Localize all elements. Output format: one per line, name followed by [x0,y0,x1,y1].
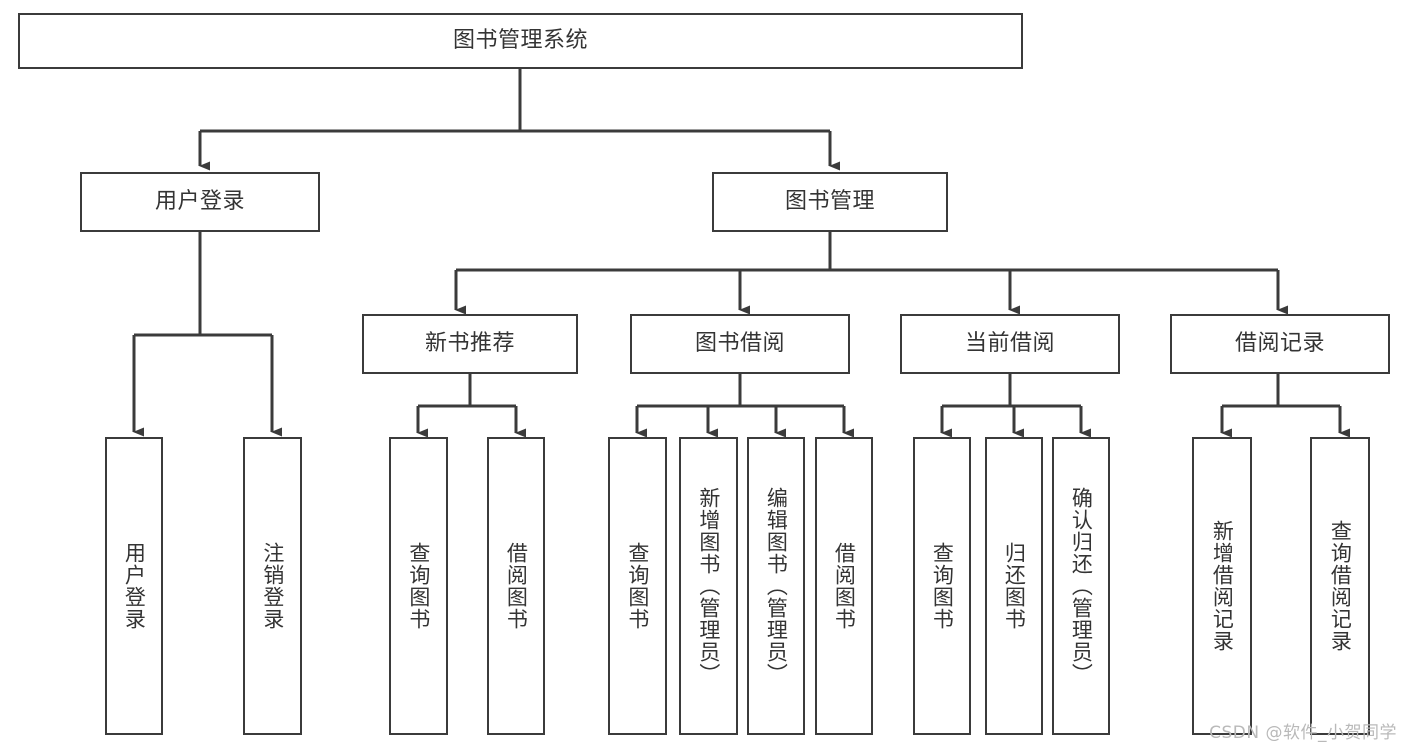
leaf-borrow-borrow-book[interactable]: 借阅图书 [815,437,873,735]
node-borrow-record-label: 借阅记录 [1234,330,1325,356]
leaf-record-query-record-label: 查询借阅记录 [1328,520,1353,652]
leaf-current-query-book[interactable]: 查询图书 [913,437,971,735]
leaf-current-return-book[interactable]: 归还图书 [985,437,1043,735]
node-borrow-record[interactable]: 借阅记录 [1170,314,1390,374]
leaf-recommend-query-book-label: 查询图书 [406,542,431,630]
node-current-borrow[interactable]: 当前借阅 [900,314,1120,374]
leaf-record-query-record[interactable]: 查询借阅记录 [1310,437,1370,735]
node-root[interactable]: 图书管理系统 [18,13,1023,69]
node-book-borrow[interactable]: 图书借阅 [630,314,850,374]
node-user-login[interactable]: 用户登录 [80,172,320,232]
leaf-user-login-signin[interactable]: 用户登录 [105,437,163,735]
leaf-current-confirm-return-label: 确认归还（管理员） [1069,487,1094,685]
leaf-borrow-edit-book-label: 编辑图书（管理员） [764,487,789,685]
leaf-user-login-signin-label: 用户登录 [122,542,147,630]
leaf-current-return-book-label: 归还图书 [1002,542,1027,630]
leaf-record-add-record-label: 新增借阅记录 [1210,520,1235,652]
leaf-borrow-add-book-label: 新增图书（管理员） [696,487,721,685]
node-new-book-recommend[interactable]: 新书推荐 [362,314,578,374]
leaf-record-add-record[interactable]: 新增借阅记录 [1192,437,1252,735]
leaf-borrow-query-book-label: 查询图书 [625,542,650,630]
leaf-borrow-query-book[interactable]: 查询图书 [608,437,667,735]
node-current-borrow-label: 当前借阅 [964,330,1055,356]
watermark-text: CSDN @软件_小贺同学 [1209,723,1397,743]
leaf-current-confirm-return[interactable]: 确认归还（管理员） [1052,437,1110,735]
node-new-book-recommend-label: 新书推荐 [424,330,515,356]
leaf-current-query-book-label: 查询图书 [930,542,955,630]
node-book-management-label: 图书管理 [784,188,875,214]
leaf-borrow-borrow-book-label: 借阅图书 [832,542,857,630]
leaf-recommend-query-book[interactable]: 查询图书 [389,437,448,735]
leaf-user-login-signout[interactable]: 注销登录 [243,437,302,735]
node-book-management[interactable]: 图书管理 [712,172,948,232]
node-root-label: 图书管理系统 [452,27,588,53]
leaf-user-login-signout-label: 注销登录 [260,542,285,630]
leaf-borrow-add-book[interactable]: 新增图书（管理员） [679,437,738,735]
leaf-borrow-edit-book[interactable]: 编辑图书（管理员） [747,437,805,735]
node-book-borrow-label: 图书借阅 [694,330,785,356]
leaf-recommend-borrow-book-label: 借阅图书 [504,542,529,630]
leaf-recommend-borrow-book[interactable]: 借阅图书 [487,437,545,735]
node-user-login-label: 用户登录 [154,188,245,214]
